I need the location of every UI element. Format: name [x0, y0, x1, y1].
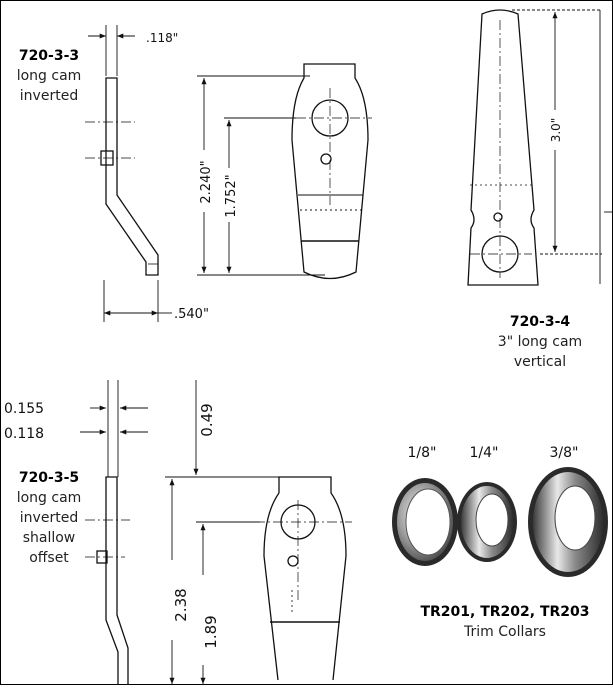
collar-size-1-4: 1/4"	[470, 445, 499, 461]
part-720-3-5-side-view	[85, 380, 130, 685]
caption-720-3-5: 720-3-5 long cam inverted shallow offset	[4, 468, 94, 568]
collar-size-1-8: 1/8"	[408, 445, 437, 461]
part-description: Trim Collars	[464, 624, 546, 640]
dim-0155-label: 0.155	[4, 401, 44, 417]
dim-1752-label: 1.752"	[224, 174, 239, 217]
dim-540	[103, 280, 172, 322]
dim-238	[165, 476, 290, 684]
dim-189	[196, 521, 260, 684]
dim-049-label: 0.49	[198, 403, 216, 436]
part-number: 720-3-5	[18, 470, 80, 486]
caption-720-3-3: 720-3-3 long cam inverted	[4, 46, 94, 106]
part-description: vertical	[513, 354, 567, 370]
part-description: long cam	[16, 68, 82, 84]
dim-0118-label: 0.118	[4, 426, 44, 442]
part-description: offset	[29, 550, 69, 566]
dim-238-label: 2.38	[172, 588, 190, 621]
dim-189-label: 1.89	[202, 615, 220, 648]
part-720-3-5-front-view	[255, 476, 352, 681]
part-description: long cam	[16, 490, 82, 506]
part-description: shallow	[22, 530, 76, 546]
part-description: inverted	[19, 88, 79, 104]
dim-30-label: 3.0"	[549, 118, 563, 143]
part-number: 720-3-3	[18, 48, 80, 64]
dim-118-top	[88, 25, 135, 76]
dim-30	[512, 9, 612, 284]
trim-collar-3-8	[528, 467, 608, 577]
part-number: TR201, TR202, TR203	[420, 604, 590, 620]
trim-collar-1-8	[392, 478, 458, 566]
dim-1752	[224, 117, 296, 273]
part-720-3-3-side-view	[85, 77, 159, 276]
part-number: 720-3-4	[509, 314, 571, 330]
dim-118-label: .118"	[146, 31, 178, 45]
part-720-3-3-front-view	[291, 63, 372, 280]
part-description: 3" long cam	[497, 334, 583, 350]
dim-2240	[197, 75, 325, 276]
part-description: inverted	[19, 510, 79, 526]
trim-collar-1-4	[457, 482, 517, 562]
dim-2240-label: 2.240"	[199, 160, 214, 203]
dim-540-label: .540"	[174, 307, 209, 322]
part-720-3-4-view	[467, 9, 539, 286]
collar-size-3-8: 3/8"	[550, 445, 579, 461]
caption-720-3-4: 720-3-4 3" long cam vertical	[480, 312, 600, 372]
caption-trim-collars: TR201, TR202, TR203 Trim Collars	[405, 602, 605, 642]
